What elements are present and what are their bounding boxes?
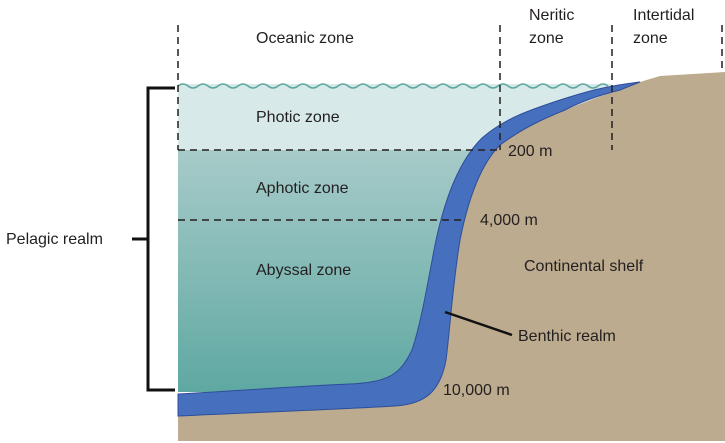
label-neritic-zone-line2: zone <box>529 30 564 47</box>
benthic-pointer-line <box>444 310 513 337</box>
continental-shelf-land <box>178 72 725 441</box>
label-pelagic-realm: Pelagic realm <box>6 231 103 248</box>
benthic-band <box>177 81 641 417</box>
label-aphotic-zone: Aphotic zone <box>256 180 349 197</box>
label-abyssal-zone: Abyssal zone <box>256 262 351 279</box>
pelagic-bracket <box>132 86 175 392</box>
label-neritic-zone-line1: Neritic <box>529 7 574 24</box>
label-intertidal-zone-line1: Intertidal <box>633 7 694 24</box>
label-benthic-realm: Benthic realm <box>518 328 616 345</box>
label-photic-zone: Photic zone <box>256 109 340 126</box>
label-depth-4000: 4,000 m <box>480 212 538 229</box>
label-continental-shelf: Continental shelf <box>524 258 644 275</box>
water-surface-waves <box>177 83 609 89</box>
label-oceanic-zone: Oceanic zone <box>256 30 354 47</box>
label-intertidal-zone-line2: zone <box>633 30 668 47</box>
label-depth-10000: 10,000 m <box>443 382 510 399</box>
label-depth-200: 200 m <box>508 143 552 160</box>
